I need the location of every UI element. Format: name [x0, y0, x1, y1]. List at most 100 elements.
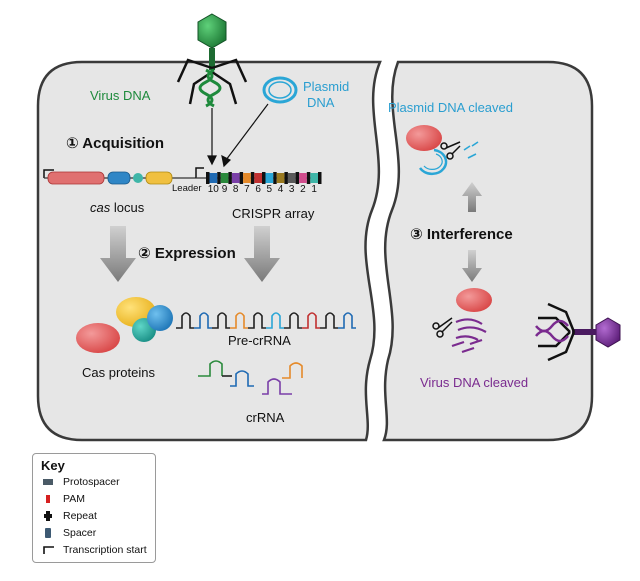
key-item-label: Protospacer	[63, 476, 120, 488]
repeat-block	[217, 172, 221, 184]
key-item-spacer: Spacer	[43, 527, 96, 539]
plasmid-cleaved-label: Plasmid DNA cleaved	[388, 100, 513, 115]
repeat-block	[239, 172, 244, 184]
spacer-block	[209, 173, 218, 183]
insertion-arrows	[207, 103, 269, 168]
spacer-block	[243, 173, 251, 183]
plasmid-ring	[262, 76, 298, 104]
hairpin-loop	[266, 312, 284, 329]
phage-legs-green	[176, 58, 248, 105]
interference-label: ③ Interference	[410, 226, 513, 243]
plasmid-dna-label-line2: DNA	[307, 95, 335, 110]
scissors-icon-2	[432, 317, 453, 338]
cas-gene-blue	[107, 171, 131, 185]
spacer-number: 5	[267, 184, 273, 195]
hairpin-loop	[212, 312, 230, 329]
spacer-number: 9	[222, 184, 228, 195]
key-item-label: PAM	[63, 493, 85, 505]
spacer-number: 7	[244, 184, 250, 195]
spacer-number: 2	[300, 184, 306, 195]
leader-label: Leader	[172, 183, 202, 194]
expression-arrow-right	[244, 226, 280, 282]
interference-arrow-down	[462, 250, 482, 282]
plasmid-dna-label-line1: Plasmid	[303, 79, 349, 94]
phage-legs-purple	[538, 302, 576, 362]
virus-cleaved-label: Virus DNA cleaved	[420, 375, 528, 390]
crispr-array-label: CRISPR array	[232, 206, 315, 221]
repeat-icon	[43, 511, 55, 521]
spacer-number: 3	[289, 184, 295, 195]
hairpin-loop	[320, 312, 338, 329]
crrna-label: crRNA	[246, 410, 285, 425]
virus-dna-fragments-purple	[451, 318, 487, 354]
key-item-label: Spacer	[63, 527, 97, 539]
spacer-block	[231, 173, 240, 183]
spacer-block	[276, 173, 285, 183]
repeat-block	[262, 172, 266, 184]
hairpin-loop	[230, 312, 248, 329]
cell-left-half	[36, 60, 382, 442]
pam-icon	[43, 494, 55, 504]
virus-phage-purple	[535, 302, 621, 362]
spacer-block	[310, 173, 318, 183]
cas-locus	[43, 169, 196, 185]
crispr-array	[195, 167, 322, 184]
spacer-icon	[43, 528, 55, 538]
hairpin-loop	[302, 312, 320, 329]
spacer-number: 10	[208, 184, 220, 195]
dna-fragments-blue	[463, 141, 479, 159]
hairpin-loop	[194, 312, 212, 329]
spacer-block	[220, 173, 229, 183]
virus-phage-green	[176, 13, 248, 108]
acquisition-label: ① Acquisition	[66, 135, 164, 152]
phage-head-green	[197, 13, 227, 49]
spacer-number: 1	[311, 184, 317, 195]
repeat-block	[250, 172, 255, 184]
cas-locus-label: cas locus	[90, 200, 145, 215]
expression-label: ② Expression	[138, 245, 236, 262]
repeat-block	[206, 172, 210, 184]
pre-crrna-transcript	[176, 312, 356, 329]
cas-proteins-label: Cas proteins	[82, 365, 155, 380]
cas-gene-teal	[133, 173, 143, 183]
plasmid-cleavage-scene	[406, 125, 479, 176]
key-legend: Key Protospacer PAM Repeat Spacer Transc…	[32, 453, 156, 563]
protospacer-icon	[43, 477, 55, 487]
pre-crrna-label: Pre-crRNA	[228, 333, 291, 348]
interference-arrow-up	[462, 182, 482, 212]
expression-arrow-left	[100, 226, 136, 282]
repeat-block	[284, 172, 288, 184]
key-item-label: Transcription start	[63, 544, 147, 556]
spacer-number: 4	[278, 184, 284, 195]
hairpin-loop	[176, 312, 194, 329]
virus-dna-helix-green	[198, 68, 222, 108]
hairpin-loop	[338, 312, 356, 329]
repeat-block	[273, 172, 277, 184]
spacer-block	[254, 173, 262, 183]
repeat-block	[306, 172, 311, 184]
repeat-block	[318, 172, 322, 184]
key-item-label: Repeat	[63, 510, 97, 522]
hairpin-loop	[248, 312, 266, 329]
repeat-block	[228, 172, 232, 184]
spacer-block	[287, 173, 296, 183]
phage-head-purple	[595, 317, 621, 348]
virus-dna-helix-purple	[535, 319, 569, 343]
cas-gene-yellow	[145, 171, 173, 185]
virus-dna-label: Virus DNA	[90, 88, 151, 103]
key-item-repeat: Repeat	[43, 510, 97, 522]
crrna-fragments	[198, 360, 303, 395]
spacer-block	[299, 173, 307, 183]
repeat-block	[295, 172, 300, 184]
spacer-block	[265, 173, 274, 183]
key-item-pam: PAM	[43, 493, 85, 505]
cas-proteins-cluster	[76, 297, 173, 353]
scissors-icon	[440, 141, 461, 160]
spacer-number: 8	[233, 184, 239, 195]
virus-cleavage-scene	[432, 288, 492, 354]
key-item-protospacer: Protospacer	[43, 476, 120, 488]
transcription-start-icon	[43, 545, 55, 555]
hairpin-loop	[284, 312, 302, 329]
